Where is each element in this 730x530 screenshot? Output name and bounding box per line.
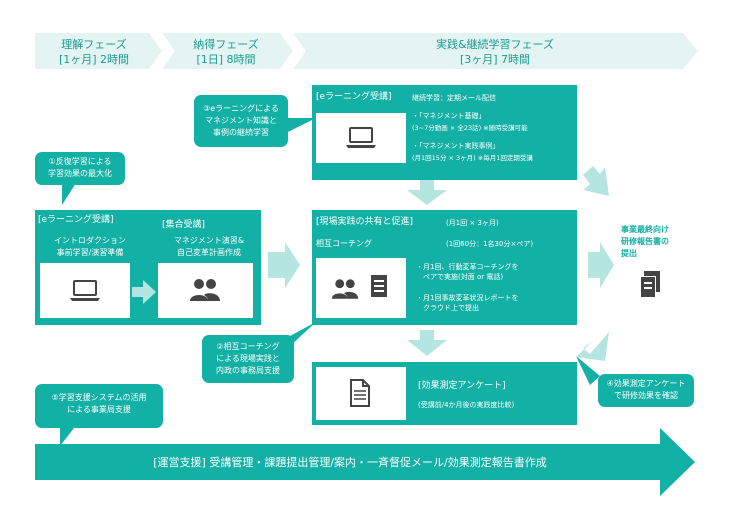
phase-1-chevron <box>35 33 162 69</box>
phase-3-label: 実践&継続学習フェーズ [3ヶ月] 7時間 <box>300 37 690 67</box>
practice-title: [現場実践の共有と促進] <box>316 217 414 227</box>
callout-3-pointer <box>288 118 316 132</box>
report-icon <box>640 271 660 298</box>
survey-title: [効果測定アンケート] <box>418 381 506 391</box>
callout-4-pointer <box>576 356 600 385</box>
practice-panel <box>316 258 406 318</box>
practice-item-coaching: ・月1回、行動変革コーチングを ペアで実施(対面 or 電話) <box>416 263 519 281</box>
practice-schedule: (月1回 × 3ヶ月) <box>446 219 499 227</box>
arrow-to-report-middle <box>588 242 614 288</box>
people-icon-2 <box>331 279 359 299</box>
practice-item-report: ・月1回事故変革状況レポートを クラウド上で提出 <box>416 294 519 312</box>
course-basics-detail: (3~7分動画 × 全23話) ※随時受講可能 <box>412 124 528 132</box>
callout-mutual-coaching: ②相互コーチング による現場実践と 内政の事務局支援 <box>202 335 294 383</box>
arrow-left-to-practice <box>268 242 300 288</box>
report-sheet-icon <box>371 275 387 297</box>
people-icon <box>190 279 220 301</box>
callout-5-pointer <box>60 428 74 446</box>
left-elearning-panel <box>40 263 130 318</box>
elearning-top-subtitle: 継続学習：定期メール配信 <box>412 94 496 102</box>
left-elearning-title: [eラーニング受講] <box>38 215 114 225</box>
support-banner-arrow <box>35 428 695 496</box>
phase-3-chevron <box>293 33 698 69</box>
phase-1-label: 理解フェーズ [1ヶ月] 2時間 <box>36 37 152 67</box>
arrow-practice-to-survey <box>407 330 447 356</box>
laptop-icon <box>70 280 100 301</box>
course-basics: ・「マネジメント基礎」 <box>412 112 486 120</box>
phase-3-title: 実践&継続学習フェーズ <box>435 38 555 51</box>
elearning-top-panel <box>316 113 406 163</box>
phase-2-label: 納得フェーズ [1日] 8時間 <box>166 37 286 67</box>
callout-1-pointer <box>62 183 76 205</box>
phase-2-title: 納得フェーズ <box>193 38 259 51</box>
left-inner-arrow <box>132 280 156 304</box>
group-training-desc: マネジメント演習& 自己変革計画作成 <box>173 236 245 257</box>
document-icon <box>350 379 370 407</box>
phase-1-duration: [1ヶ月] 2時間 <box>58 53 130 66</box>
phase-3-duration: [3ヶ月] 7時間 <box>459 53 531 66</box>
course-cases-detail: (月1回15分 × 3ヶ月) ※毎月1回定期受講 <box>412 154 533 162</box>
callout-learning-system: ⑤学習支援システムの活用 による事業局支援 <box>35 384 163 428</box>
report-submission-label: 事業最終向け 研修報告書の 提出 <box>621 225 669 258</box>
phase-header-shapes <box>35 33 698 69</box>
callout-survey-effect: ④効果測定アンケート で研修効果を確認 <box>598 374 694 407</box>
phase-2-chevron <box>162 33 293 69</box>
course-cases: ・「マネジメント実践事例」 <box>412 142 500 150</box>
group-training-panel <box>158 263 253 318</box>
arrow-elearning-to-practice <box>407 180 447 205</box>
coaching-detail: (1回60分：1名30分×ペア) <box>446 240 534 248</box>
callout-repeated-learning: ①反復学習による 学習効果の最大化 <box>35 152 125 185</box>
arrow-to-report-top <box>583 166 609 196</box>
survey-detail: (受講前/4か月後の実践度比較) <box>418 401 515 409</box>
callout-continuous-elearning: ③eラーニングによる マネジメント知識と 事例の継続学習 <box>194 95 288 147</box>
coaching-label: 相互コーチング <box>316 239 372 248</box>
phase-1-title: 理解フェーズ <box>61 38 127 51</box>
laptop-icon-2 <box>346 127 376 148</box>
callout-2-pointer <box>290 322 316 346</box>
group-training-title: [集合受講] <box>162 220 206 230</box>
phase-2-duration: [1日] 8時間 <box>196 53 256 66</box>
support-banner-text: [運営支援] 受講管理・課題提出管理/案内・一斉督促メール/効果測定報告書作成 <box>153 456 547 469</box>
elearning-top-title: [eラーニング受講] <box>316 92 392 102</box>
arrow-to-report-bottom <box>576 332 609 361</box>
left-elearning-desc: イントロダクション 事前学習/演習準備 <box>54 236 126 257</box>
